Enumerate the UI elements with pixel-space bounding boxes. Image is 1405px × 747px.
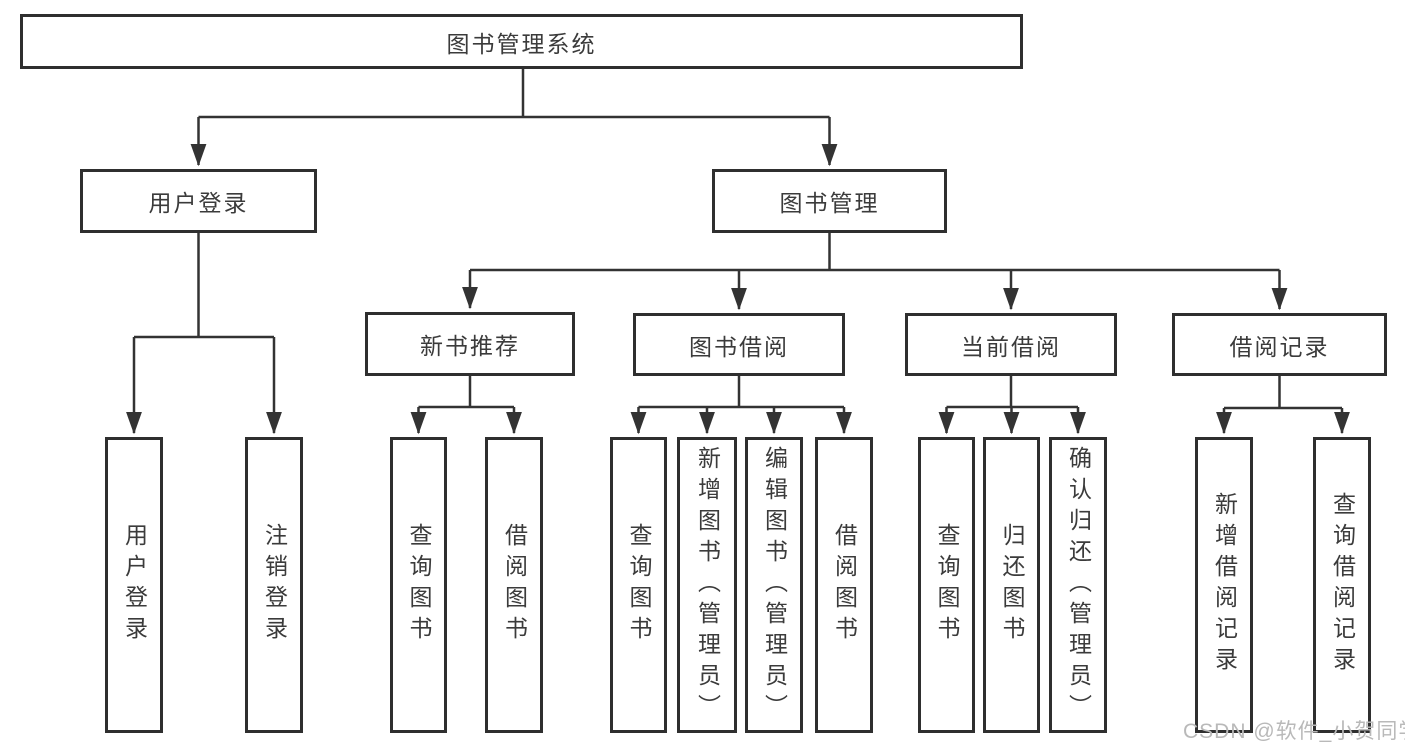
leaf-return-books: 归还图书 [983,437,1040,733]
leaf-query-books-current: 查询图书 [918,437,975,733]
leaf-borrow-books: 借阅图书 [815,437,873,733]
leaf-edit-books-admin: 编辑图书（管理员） [745,437,803,733]
leaf-borrow-books-recommend: 借阅图书 [485,437,543,733]
leaf-add-books-admin: 新增图书（管理员） [677,437,737,733]
leaf-query-borrow-record: 查询借阅记录 [1313,437,1371,733]
leaf-query-books-recommend: 查询图书 [390,437,447,733]
leaf-add-borrow-record: 新增借阅记录 [1195,437,1253,733]
node-user-login: 用户登录 [80,169,317,233]
node-book-management-system: 图书管理系统 [20,14,1023,69]
leaf-user-login: 用户登录 [105,437,163,733]
node-new-book-recommend: 新书推荐 [365,312,575,376]
csdn-watermark: CSDN @软件_小贺同学 [1183,720,1405,743]
leaf-confirm-return-admin: 确认归还（管理员） [1049,437,1107,733]
node-current-borrowing: 当前借阅 [905,313,1117,376]
leaf-logout: 注销登录 [245,437,303,733]
node-borrowing-records: 借阅记录 [1172,313,1387,376]
leaf-query-books-borrowing: 查询图书 [610,437,667,733]
node-book-management: 图书管理 [712,169,947,233]
node-book-borrowing: 图书借阅 [633,313,845,376]
